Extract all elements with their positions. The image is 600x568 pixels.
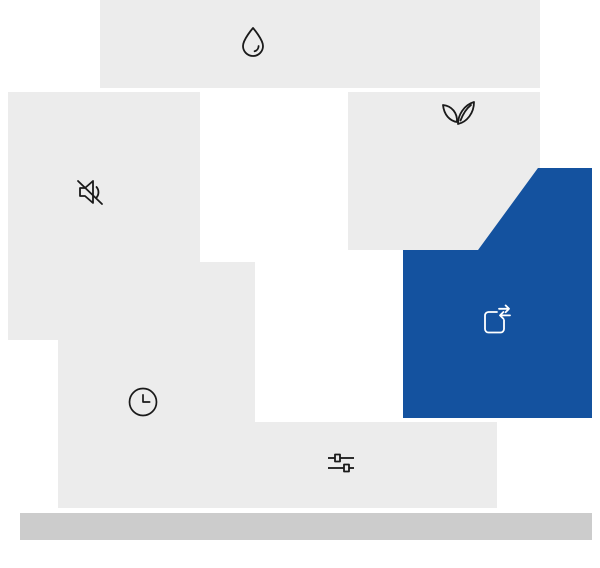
leaves-icon xyxy=(437,93,477,133)
tile-eco[interactable] xyxy=(348,92,540,250)
water-drop-icon xyxy=(235,24,271,60)
clock-icon xyxy=(124,383,162,421)
speaker-muted-icon xyxy=(70,172,110,212)
sliders-icon xyxy=(323,445,359,481)
bottom-bar xyxy=(20,513,592,540)
tile-water[interactable] xyxy=(100,0,540,88)
door-sync-arrows-icon xyxy=(475,302,515,342)
tile-settings[interactable] xyxy=(58,422,497,508)
